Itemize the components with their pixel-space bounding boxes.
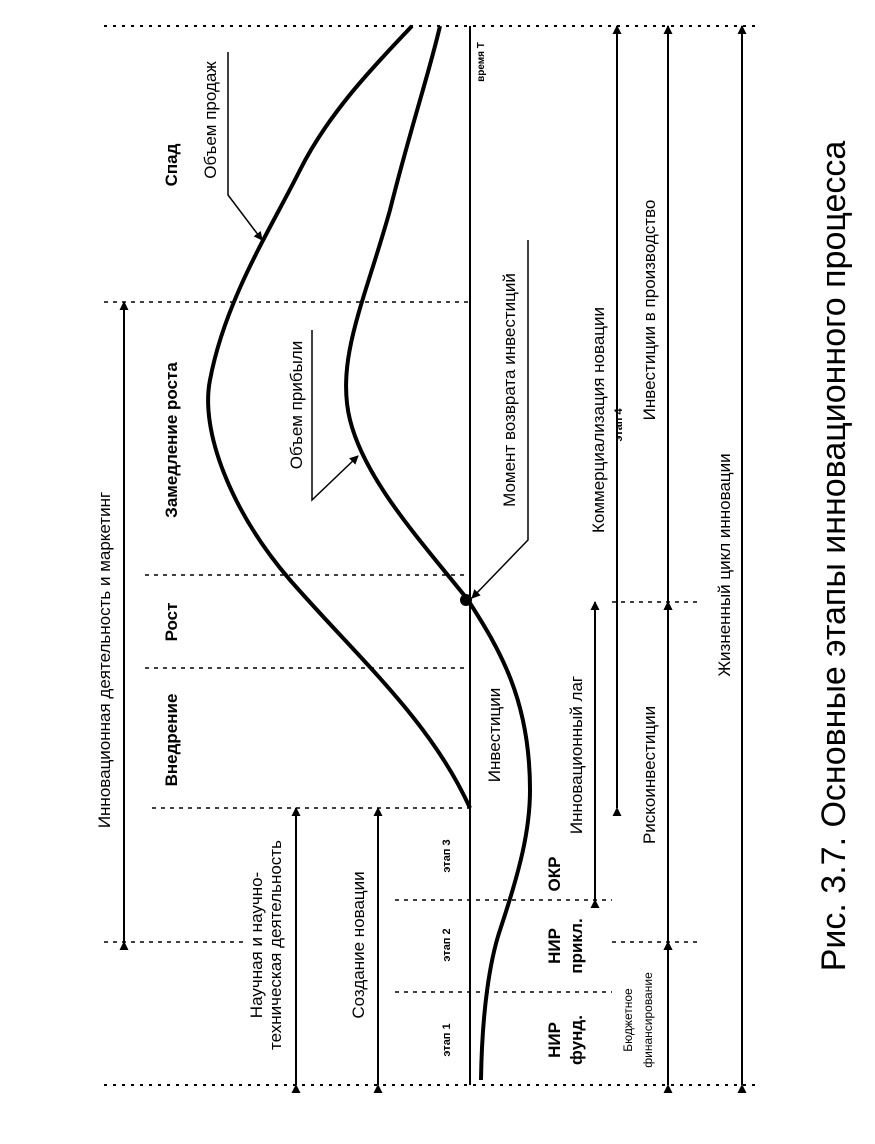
label-risk-investments: Рискоинвестиции	[640, 706, 659, 844]
profit-leader	[311, 330, 359, 502]
figure-caption: Рис. 3.7. Основные этапы инновационного …	[815, 141, 853, 972]
label-introduction: Внедрение	[162, 694, 181, 787]
label-stage4: этап 4	[613, 407, 625, 441]
label-scientific-1: Научная и научно-	[247, 872, 266, 1018]
label-nir-fund-1: НИР	[545, 1022, 564, 1058]
label-nir-fund-2: фунд.	[567, 1015, 586, 1065]
label-investments: Инвестиции	[485, 688, 504, 782]
label-payback-moment: Момент возврата инвестиций	[500, 273, 519, 507]
label-okr: ОКР	[545, 857, 564, 892]
label-stage2: этап 2	[441, 928, 453, 961]
label-profit-volume: Объем прибыли	[287, 341, 306, 469]
label-innovation-lag: Инновационный лаг	[567, 676, 586, 834]
label-stage1: этап 1	[441, 1023, 453, 1056]
label-commercialization: Коммерциализация новации	[589, 307, 608, 533]
label-nir-appl-1: НИР	[545, 928, 564, 964]
label-budget-2: финансирование	[641, 972, 655, 1068]
label-creation: Создание новации	[349, 871, 368, 1018]
label-budget-1: Бюджетное	[621, 988, 635, 1052]
label-decline: Спад	[162, 143, 181, 186]
sales-leader	[227, 52, 263, 241]
sales-volume-curve	[206, 24, 472, 809]
label-growth: Рост	[162, 603, 181, 642]
label-life-cycle: Жизненный цикл инновации	[715, 453, 734, 676]
label-investments-production: Инвестиции в производство	[640, 200, 659, 421]
label-stage3: этап 3	[441, 839, 453, 872]
label-scientific-2: техническая деятельность	[266, 840, 285, 1050]
payback-point	[460, 594, 472, 606]
payback-leader	[471, 240, 529, 599]
label-slowdown: Замедление роста	[162, 362, 181, 518]
profit-volume-curve	[344, 25, 533, 1081]
label-sales-volume: Объем продаж	[201, 61, 220, 179]
label-time-axis: время Т	[476, 42, 487, 82]
label-innovation-marketing: Инновационная деятельность и маркетинг	[95, 492, 114, 828]
label-nir-appl-2: прикл.	[567, 918, 586, 973]
